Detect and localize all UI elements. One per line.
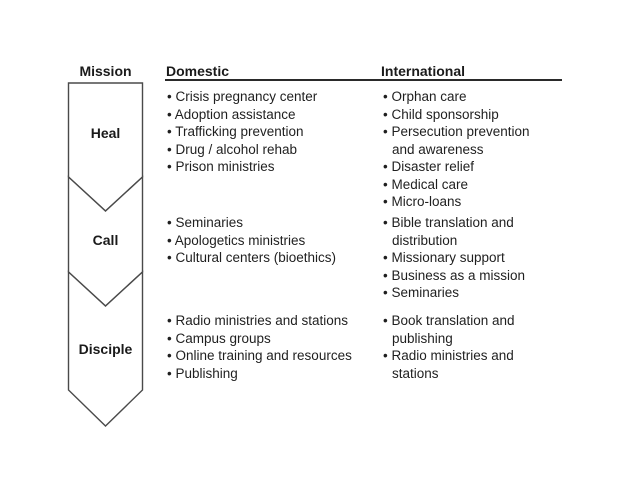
- bullet-item: • Drug / alcohol rehab: [167, 141, 298, 157]
- disciple-international-list: • Book translation and publishing• Radio…: [383, 312, 548, 382]
- mission-column-header: Mission: [79, 63, 132, 79]
- bullet-item: • Campus groups: [167, 330, 271, 346]
- bullet-item: • Publishing: [167, 365, 238, 381]
- call-domestic-list: • Seminaries • Apologetics ministries • Cu…: [167, 214, 379, 267]
- bullet-item: • Apologetics ministries: [167, 232, 306, 248]
- header-underline: [165, 79, 562, 81]
- bullet-item: • Business as a mission: [383, 267, 526, 283]
- call-international-list: • Bible translation and distribution • Mi…: [383, 214, 548, 302]
- disciple-domestic-list: • Radio ministries and stations • Campus …: [167, 312, 379, 382]
- stage-label-call: Call: [92, 232, 119, 248]
- bullet-item: • Radio ministries and stations: [383, 348, 514, 381]
- bullet-item: • Seminaries: [383, 285, 460, 300]
- bullet-item: • Micro-loans: [383, 194, 462, 209]
- stage-label-disciple: Disciple: [78, 341, 133, 357]
- stage-label-heal: Heal: [90, 125, 121, 141]
- bullet-item: • Book translation and publishing: [383, 313, 515, 346]
- heal-international-list: • Orphan care • Child sponsorship • Persec…: [383, 88, 548, 211]
- column-header-international: International: [381, 63, 466, 79]
- bullet-item: • Crisis pregnancy center: [167, 89, 318, 104]
- bullet-item: • Missionary support: [383, 250, 505, 265]
- bullet-item: • Seminaries: [167, 215, 244, 230]
- bullet-item: • Radio ministries and stations: [167, 313, 349, 328]
- bullet-item: • Persecution prevention and awareness: [383, 124, 530, 157]
- bullet-item: • Bible translation and distribution: [383, 215, 514, 248]
- bullet-item: • Disaster relief: [383, 159, 474, 174]
- heal-domestic-list: • Crisis pregnancy center • Adoption assi…: [167, 88, 379, 176]
- bullet-item: • Trafficking prevention: [167, 124, 304, 139]
- chevron-shape-disciple: [67, 270, 144, 427]
- bullet-item: • Orphan care: [383, 89, 467, 104]
- bullet-item: • Prison ministries: [167, 159, 275, 174]
- bullet-item: • Child sponsorship: [383, 106, 499, 122]
- bullet-item: • Medical care: [383, 176, 469, 192]
- bullet-item: • Adoption assistance: [167, 106, 296, 122]
- bullet-item: • Online training and resources: [167, 348, 352, 363]
- column-header-domestic: Domestic: [166, 63, 230, 79]
- bullet-item: • Cultural centers (bioethics): [167, 250, 337, 265]
